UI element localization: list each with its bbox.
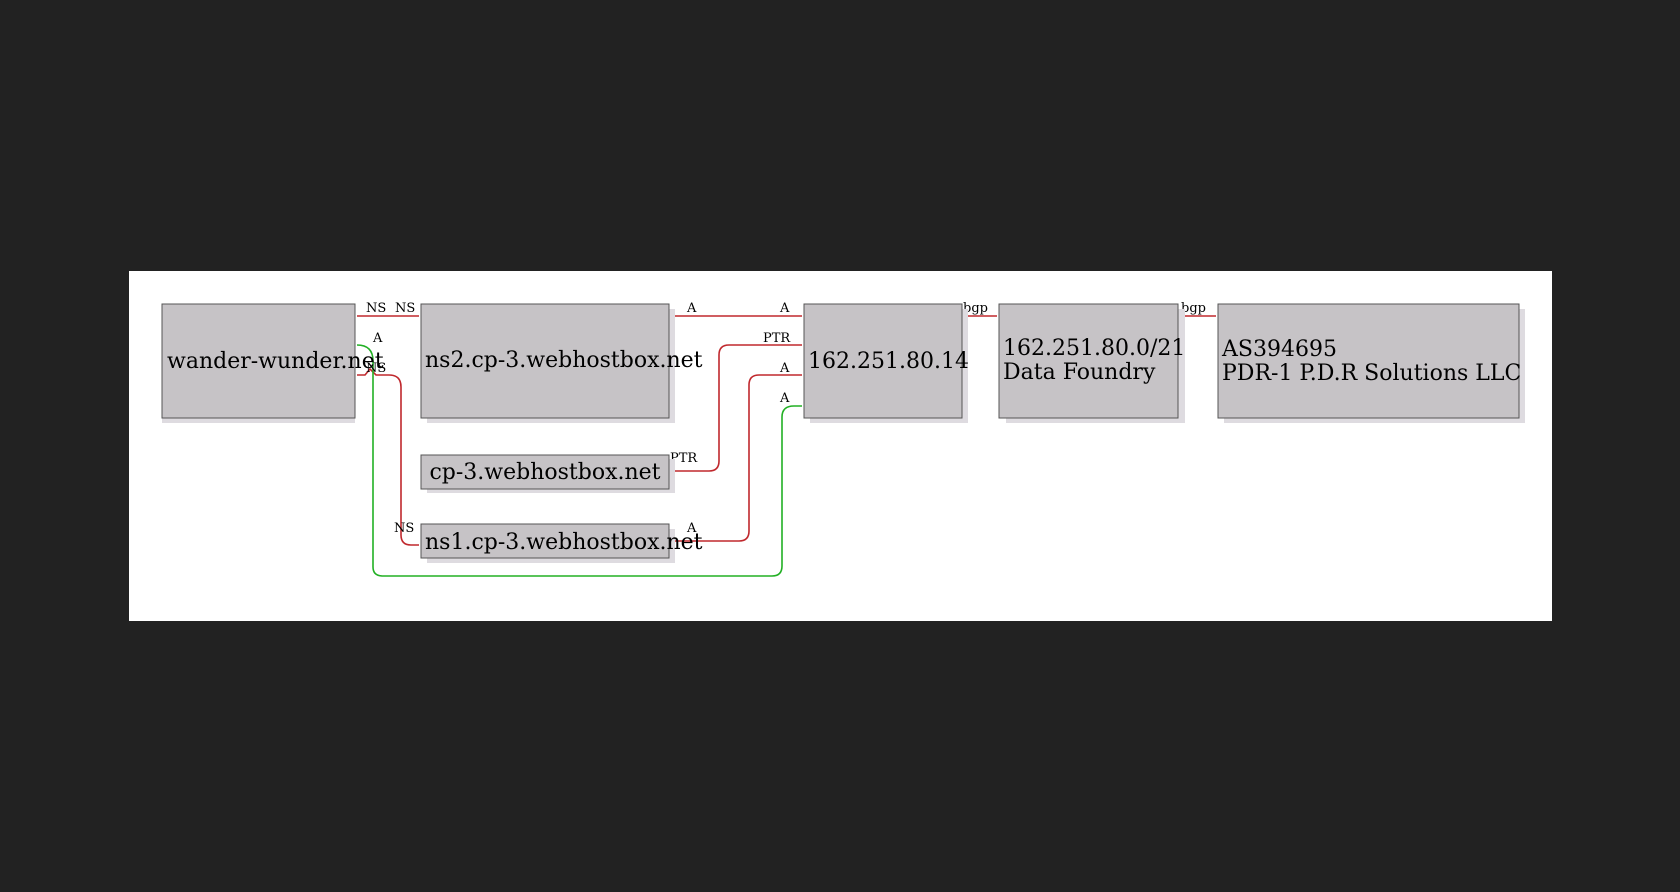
edge-label-domain-ns1-tail: NS: [366, 361, 386, 376]
node-ns1-label: ns1.cp-3.webhostbox.net: [425, 530, 703, 555]
node-domain-label: wander-wunder.net: [167, 349, 384, 374]
node-ip[interactable]: 162.251.80.14: [803, 303, 969, 423]
node-ip-label: 162.251.80.14: [808, 349, 969, 374]
edge-label-ns1-ip-head: A: [779, 361, 790, 376]
edge-label-ns1-ip-tail: A: [686, 521, 697, 536]
node-prefix-line-2: Data Foundry: [1003, 360, 1156, 385]
edge-ns1-ip: [674, 374, 802, 542]
edge-label-ns2-ip-head: A: [779, 301, 790, 316]
diagram-canvas: NS NS A NS NS A A PTR PTR A A A bgp bgp …: [129, 271, 1552, 621]
edge-label-prefix-asn-tail: bgp: [1181, 301, 1206, 316]
dns-graph: NS NS A NS NS A A PTR PTR A A A bgp bgp …: [161, 301, 1525, 577]
node-ns2-label: ns2.cp-3.webhostbox.net: [425, 348, 703, 373]
node-asn-line-1: AS394695: [1221, 337, 1337, 362]
node-cp3[interactable]: cp-3.webhostbox.net: [420, 454, 675, 493]
edge-cp3-ip: [674, 344, 802, 472]
edge-label-domain-ns2-tail: NS: [366, 301, 386, 316]
node-domain[interactable]: wander-wunder.net: [161, 303, 384, 423]
edge-domain-ns1: [357, 367, 419, 546]
edge-label-domain-ns2-head: NS: [395, 301, 415, 316]
edge-domain-ip: [356, 344, 802, 577]
node-cp3-label: cp-3.webhostbox.net: [429, 460, 660, 485]
edge-label-domain-ns1-head: NS: [394, 521, 414, 536]
edge-label-ip-prefix-tail: bgp: [963, 301, 988, 316]
edge-label-domain-ip-tail: A: [372, 331, 383, 346]
edge-label-domain-ip-head: A: [779, 391, 790, 406]
node-prefix-line-1: 162.251.80.0/21: [1003, 336, 1185, 361]
node-asn[interactable]: AS394695 PDR-1 P.D.R Solutions LLC: [1217, 303, 1525, 423]
edge-label-ns2-ip-tail: A: [686, 301, 697, 316]
edge-label-cp3-ip-tail: PTR: [670, 451, 698, 466]
node-ns1[interactable]: ns1.cp-3.webhostbox.net: [420, 523, 703, 563]
node-ns2[interactable]: ns2.cp-3.webhostbox.net: [420, 303, 703, 423]
node-prefix[interactable]: 162.251.80.0/21 Data Foundry: [998, 303, 1185, 423]
node-asn-line-2: PDR-1 P.D.R Solutions LLC: [1222, 361, 1521, 386]
edge-label-cp3-ip-head: PTR: [763, 331, 791, 346]
